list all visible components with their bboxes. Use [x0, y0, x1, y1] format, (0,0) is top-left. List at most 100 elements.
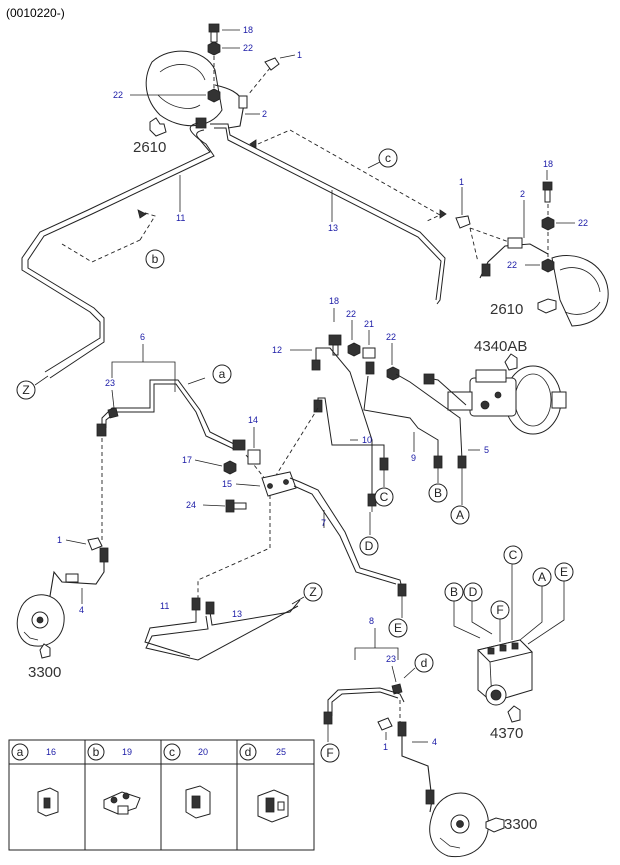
callout-2: 2 — [262, 109, 267, 119]
ref-3300-left: 3300 — [28, 664, 61, 681]
legend-part-16: 16 — [46, 747, 56, 757]
nut-22-right — [541, 216, 555, 231]
nut-22-lower — [207, 88, 221, 103]
letter-e-mid: E — [394, 621, 402, 635]
letter-leaders — [453, 562, 565, 645]
rear-right-brake-disc — [429, 792, 489, 858]
pipe-13-lower — [209, 599, 301, 626]
ref-2610-right: 2610 — [490, 301, 523, 318]
pointing-hand-icon — [485, 817, 505, 833]
letter-z-bottom: Z — [309, 585, 316, 599]
tube-nut-top — [195, 117, 207, 129]
callout-24: 24 — [186, 500, 196, 510]
callout-18-right: 18 — [543, 159, 553, 169]
ref-3300-right: 3300 — [504, 816, 537, 833]
callout-10: 10 — [362, 435, 372, 445]
callout-18-mid: 18 — [329, 296, 339, 306]
callout-4-right: 4 — [432, 737, 437, 747]
pipe-11 — [21, 122, 211, 373]
legend-letter-b: b — [93, 745, 100, 759]
callout-15: 15 — [222, 479, 232, 489]
letter-b-mid: B — [434, 486, 442, 500]
callout-22-mid: 22 — [346, 309, 356, 319]
clip-16-drawing — [37, 787, 59, 817]
pointing-hand-icon — [504, 353, 518, 371]
flex-hose-4-left — [47, 556, 105, 609]
callout-11: 11 — [176, 213, 185, 223]
pipe-5 — [395, 373, 463, 461]
callout-12: 12 — [272, 345, 282, 355]
pointing-hand-icon — [39, 643, 51, 659]
pipe-13 — [210, 123, 446, 305]
hose-fitting — [238, 95, 248, 109]
callout-8: 8 — [369, 616, 374, 626]
callout-1-rear-left: 1 — [57, 535, 62, 545]
callout-1: 1 — [297, 50, 302, 60]
callout-6: 6 — [140, 332, 145, 342]
junction-block-15 — [261, 471, 297, 497]
callout-13: 13 — [328, 223, 338, 233]
fitting-21 — [362, 347, 376, 359]
callout-21: 21 — [364, 319, 374, 329]
callout-22-right-lower: 22 — [507, 260, 517, 270]
callout-18: 18 — [243, 25, 253, 35]
callout-23-right: 23 — [386, 654, 396, 664]
pipe-6 — [101, 379, 237, 446]
pipe-9 — [363, 375, 439, 460]
pointing-hand-icon — [149, 117, 167, 137]
letter-a-mid: A — [456, 508, 464, 522]
legend-part-20: 20 — [198, 747, 208, 757]
clamp-19-drawing — [103, 791, 141, 815]
legend-part-19: 19 — [122, 747, 132, 757]
letter-c: c — [385, 151, 391, 165]
callout-22: 22 — [243, 43, 253, 53]
letter-f-bottom: F — [326, 746, 333, 760]
letter-z-top: Z — [22, 383, 29, 397]
pointing-hand-icon — [537, 298, 557, 314]
joint-14 — [247, 449, 261, 465]
callout-22-right: 22 — [578, 218, 588, 228]
clip-1-top — [264, 57, 280, 71]
clip-1-right — [455, 215, 471, 229]
ref-4340ab: 4340AB — [474, 338, 527, 355]
callout-13-lower: 13 — [232, 609, 242, 619]
hecu-abs-modulator — [477, 639, 533, 706]
letter-d-hecu: D — [469, 585, 478, 599]
front-right-brake-shield — [551, 255, 609, 327]
callout-9: 9 — [411, 453, 416, 463]
clip-legend-table: a 16 b 19 c 20 d 25 — [8, 739, 315, 851]
legend-letter-a: a — [17, 745, 24, 759]
clamp-20-drawing — [185, 785, 211, 819]
clamp-25-drawing — [257, 789, 289, 823]
callout-4-left: 4 — [79, 605, 84, 615]
ref-2610-left: 2610 — [133, 139, 166, 156]
callout-23: 23 — [105, 378, 115, 388]
clip-1-rear-right — [377, 717, 393, 731]
bolt-18-mid — [328, 334, 342, 356]
letter-d-right: d — [421, 656, 428, 670]
letter-b: b — [152, 252, 159, 266]
clip-1-rear-left — [87, 537, 103, 551]
diagram-code: (0010220-) — [6, 6, 65, 20]
letter-e-hecu: E — [560, 565, 568, 579]
bolt-18-top — [208, 23, 220, 43]
pipe-11-lower — [145, 605, 299, 661]
callout-17: 17 — [182, 455, 192, 465]
pipe-10 — [317, 397, 385, 462]
letter-d-mid: D — [365, 539, 374, 553]
pipe-8 — [327, 687, 405, 716]
legend-letter-d: d — [245, 745, 252, 759]
callout-22-left: 22 — [113, 90, 123, 100]
ref-4370: 4370 — [490, 725, 523, 742]
nut-22-top — [207, 41, 221, 56]
callout-1-rear-right: 1 — [383, 742, 388, 752]
pipe-7 — [289, 477, 403, 589]
callout-1-right: 1 — [459, 177, 464, 187]
letter-a-hecu: A — [538, 570, 546, 584]
callout-22-mid2: 22 — [386, 332, 396, 342]
pipe-12 — [315, 347, 373, 498]
brake-booster-master-cylinder — [447, 365, 567, 435]
bolt-24 — [225, 499, 247, 513]
callout-7: 7 — [321, 518, 326, 528]
